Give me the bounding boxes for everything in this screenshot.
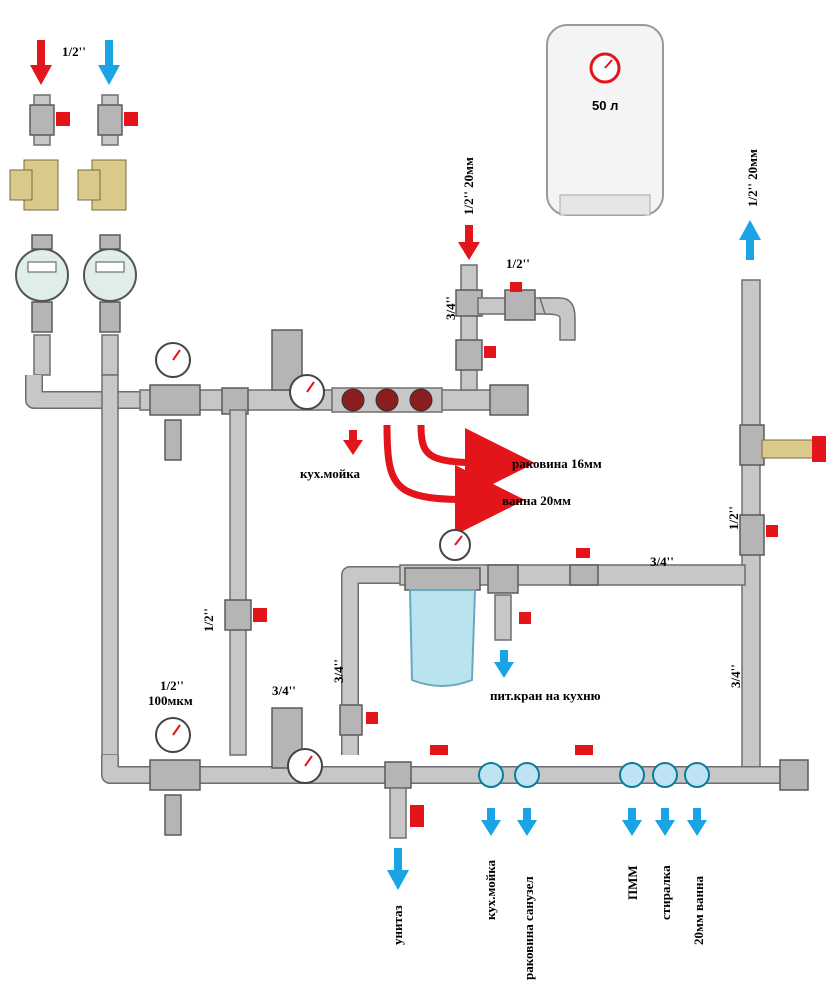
- label-cold-riser: 1/2'' 20мм: [745, 149, 760, 207]
- label-tee-3-4-top: 3/4'': [443, 296, 458, 320]
- label-bath-cold: 20мм ванна: [691, 876, 706, 945]
- label-toilet: унитаз: [390, 905, 405, 945]
- hot-outlet-bath: [383, 424, 525, 535]
- cold-inlet-arrow: [98, 40, 120, 85]
- cold-manifold-left: [478, 762, 540, 788]
- label-basin-hot: раковина 16мм: [512, 456, 602, 471]
- cold-outlet-arrows: [387, 650, 707, 890]
- label-bath-hot: ванна 20мм: [502, 493, 571, 508]
- label-reducer-cold-size: 1/2'': [160, 678, 184, 693]
- heater-cold-arrow: [739, 220, 761, 260]
- label-valve-1-2-top: 1/2'': [506, 256, 530, 271]
- label-reducer-cold-3-4: 3/4'': [272, 683, 296, 698]
- water-heater: 50 л: [546, 24, 664, 216]
- heater-connection: [455, 264, 576, 391]
- heater-hot-arrow: [458, 225, 480, 260]
- label-hot-riser: 1/2'' 20мм: [461, 157, 476, 215]
- cold-riser-left: [77, 94, 138, 376]
- cold-main-line: [101, 707, 809, 839]
- label-filter-3-4: 3/4'': [331, 659, 346, 683]
- label-dishwasher: ПММ: [625, 865, 640, 900]
- heater-volume-label: 50 л: [592, 98, 618, 113]
- label-filter-line-3-4: 3/4'': [650, 554, 674, 569]
- label-reducer-cold-mesh: 100мкм: [148, 693, 193, 708]
- label-washer: стиралка: [658, 865, 673, 920]
- label-right-3-4: 3/4'': [728, 664, 743, 688]
- inlet-size-label: 1/2'': [62, 44, 86, 59]
- label-basin-wc: раковина санузел: [521, 876, 536, 980]
- hot-riser-left: [9, 94, 70, 376]
- filter-line: [339, 529, 746, 755]
- hot-outlet-kitchen: [343, 430, 363, 455]
- cold-downcomer: [101, 374, 267, 756]
- label-right-1-2: 1/2'': [726, 506, 741, 530]
- hot-inlet-arrow: [30, 40, 52, 85]
- label-kitchen-sink-cold: кух.мойка: [483, 859, 498, 920]
- label-kitchen-sink-hot: кух.мойка: [300, 466, 361, 481]
- cold-manifold-right: [619, 762, 710, 788]
- cold-riser-right: [739, 279, 826, 771]
- label-bypass-1-2: 1/2'': [201, 608, 216, 632]
- label-drinking-tap: пит.кран на кухню: [490, 688, 601, 703]
- hot-manifold: [331, 384, 529, 416]
- hot-outlet-basin: [417, 424, 535, 498]
